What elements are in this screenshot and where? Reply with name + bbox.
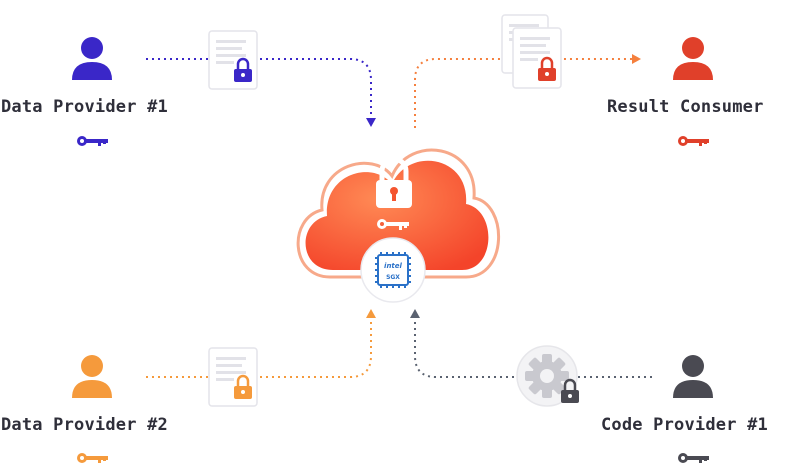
lock-icon [234,374,252,399]
user-icon [72,355,112,398]
arrowhead-code [410,309,420,318]
flow-enclave-to-consumer [414,58,632,128]
lock-icon [538,56,556,81]
lock-icon [234,57,252,82]
lock-icon [561,378,579,403]
flow-dp1-to-enclave [146,58,372,118]
arrowhead-consumer [632,54,641,64]
chip-icon: intel SGX [360,237,426,303]
flow-code-to-enclave [414,318,652,378]
cloud-icon [296,148,501,279]
label-data-provider-2: Data Provider #2 [1,415,168,435]
label-result-consumer: Result Consumer [607,97,764,117]
chip-brand: intel [384,262,402,270]
arrowhead-dp2 [366,309,376,318]
user-icon [673,37,713,80]
arrowhead-dp1 [366,118,376,127]
label-code-provider-1: Code Provider #1 [601,415,768,435]
chip-text: SGX [386,274,400,281]
user-icon [673,355,713,398]
user-icon [72,37,112,80]
label-data-provider-1: Data Provider #1 [1,97,168,117]
flow-dp2-to-enclave [146,318,372,378]
lock-icon [376,156,412,208]
